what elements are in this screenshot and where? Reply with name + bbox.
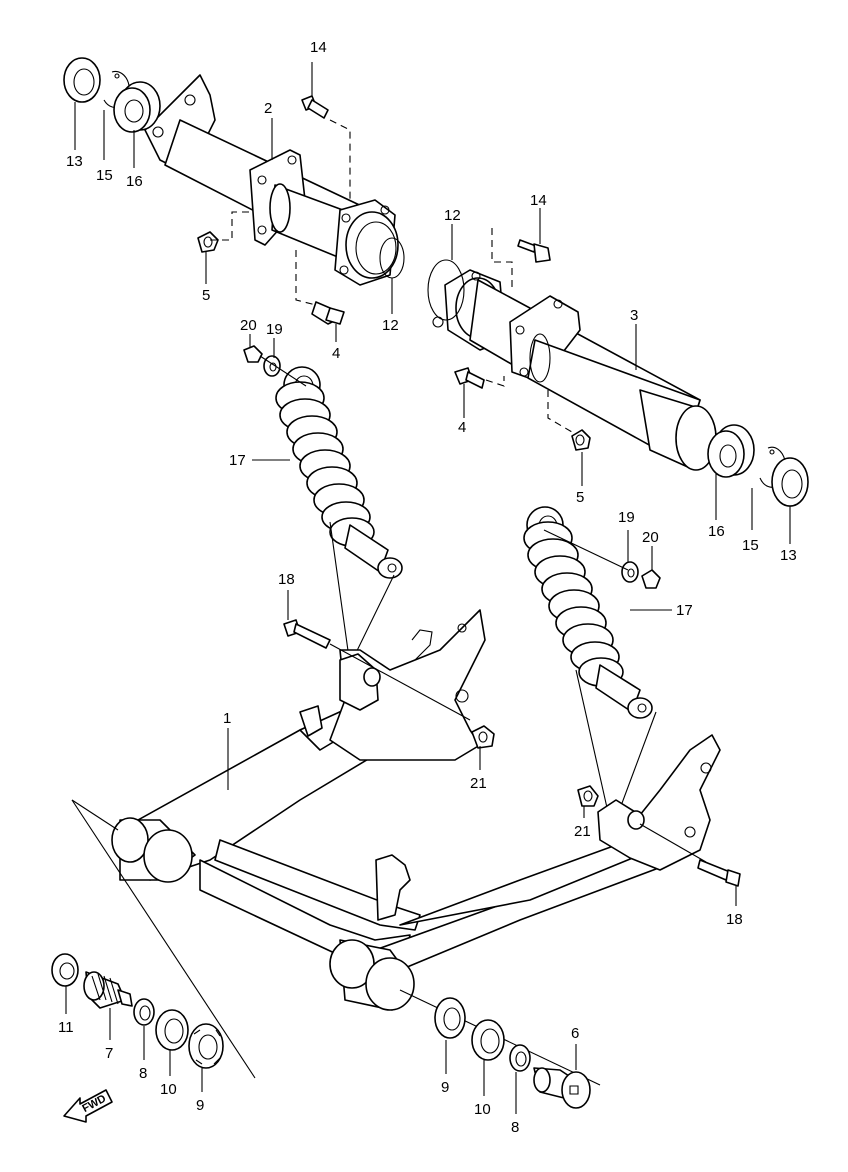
- part-9-bearing-left: [188, 1023, 224, 1069]
- part-20-nut-left: [243, 345, 263, 363]
- callout-7: 7: [105, 1045, 113, 1062]
- callout-12: 12: [444, 207, 461, 224]
- part-4-bolt-left: [311, 301, 345, 325]
- callout-1: 1: [223, 710, 231, 727]
- part-18-bolt-right: [697, 859, 741, 887]
- callout-4: 4: [458, 419, 466, 436]
- callout-11: 11: [58, 1019, 74, 1036]
- part-19-washer-right: [621, 561, 639, 583]
- part-8-washer-right: [509, 1044, 531, 1072]
- callout-5: 5: [576, 489, 584, 506]
- callout-16: 16: [126, 173, 143, 190]
- part-13-oil-seal-left: [63, 57, 101, 103]
- part-3-right-axle-tube: [432, 269, 717, 471]
- callout-12: 12: [382, 317, 399, 334]
- part-19-washer-left: [263, 355, 281, 377]
- callout-20: 20: [642, 529, 659, 546]
- part-10-seal-left: [155, 1009, 189, 1051]
- callout-13: 13: [780, 547, 797, 564]
- callout-21: 21: [574, 823, 591, 840]
- callout-13: 13: [66, 153, 83, 170]
- part-14-bolt-right: [517, 239, 551, 263]
- callout-18: 18: [726, 911, 743, 928]
- part-14-bolt-top-left: [301, 95, 329, 119]
- part-20-nut-right: [641, 569, 661, 589]
- callout-21: 21: [470, 775, 487, 792]
- part-4-bolt-right: [454, 367, 485, 389]
- callout-10: 10: [474, 1101, 491, 1118]
- part-5-nut-left: [197, 231, 219, 253]
- part-1-swingarm: [111, 609, 721, 1011]
- callout-8: 8: [139, 1065, 147, 1082]
- callout-15: 15: [96, 167, 113, 184]
- part-16-bearing-left: [113, 81, 161, 133]
- part-10-seal-right: [471, 1019, 505, 1061]
- callout-9: 9: [441, 1079, 449, 1096]
- callout-19: 19: [618, 509, 635, 526]
- callout-2: 2: [264, 100, 272, 117]
- callout-17: 17: [229, 452, 246, 469]
- callout-3: 3: [630, 307, 638, 324]
- part-6-pivot-bolt: [533, 1067, 591, 1109]
- callout-10: 10: [160, 1081, 177, 1098]
- callout-4: 4: [332, 345, 340, 362]
- part-21-nut-left: [471, 725, 495, 749]
- part-9-bearing-right: [434, 997, 466, 1039]
- part-21-nut-right: [577, 785, 599, 807]
- callout-17: 17: [676, 602, 693, 619]
- callout-8: 8: [511, 1119, 519, 1136]
- part-2-left-axle-tube: [144, 74, 399, 286]
- part-5-nut-right: [571, 429, 591, 451]
- part-8-washer-left: [133, 998, 155, 1026]
- part-13-oil-seal-right: [771, 457, 809, 507]
- callout-15: 15: [742, 537, 759, 554]
- part-11-lock-nut: [51, 953, 79, 987]
- callout-19: 19: [266, 321, 283, 338]
- part-16-bearing-right: [707, 424, 755, 478]
- part-17-shock-absorber-right: [523, 506, 653, 719]
- callout-5: 5: [202, 287, 210, 304]
- leader-lines: [65, 62, 791, 1114]
- part-17-shock-absorber-left: [275, 366, 403, 579]
- callout-9: 9: [196, 1097, 204, 1114]
- part-7-pivot-shaft: [83, 971, 133, 1009]
- callout-16: 16: [708, 523, 725, 540]
- callout-6: 6: [571, 1025, 579, 1042]
- callout-14: 14: [530, 192, 547, 209]
- part-18-bolt-left: [283, 619, 331, 649]
- callout-labels: 14 2 13 15 16 5 12 4 12 14 3 20 19 4 17 …: [58, 39, 797, 1136]
- fwd-direction-arrow-icon: FWD: [63, 1089, 113, 1123]
- callout-18: 18: [278, 571, 295, 588]
- callout-14: 14: [310, 39, 327, 56]
- part-12-o-ring-right: [427, 259, 465, 321]
- callout-20: 20: [240, 317, 257, 334]
